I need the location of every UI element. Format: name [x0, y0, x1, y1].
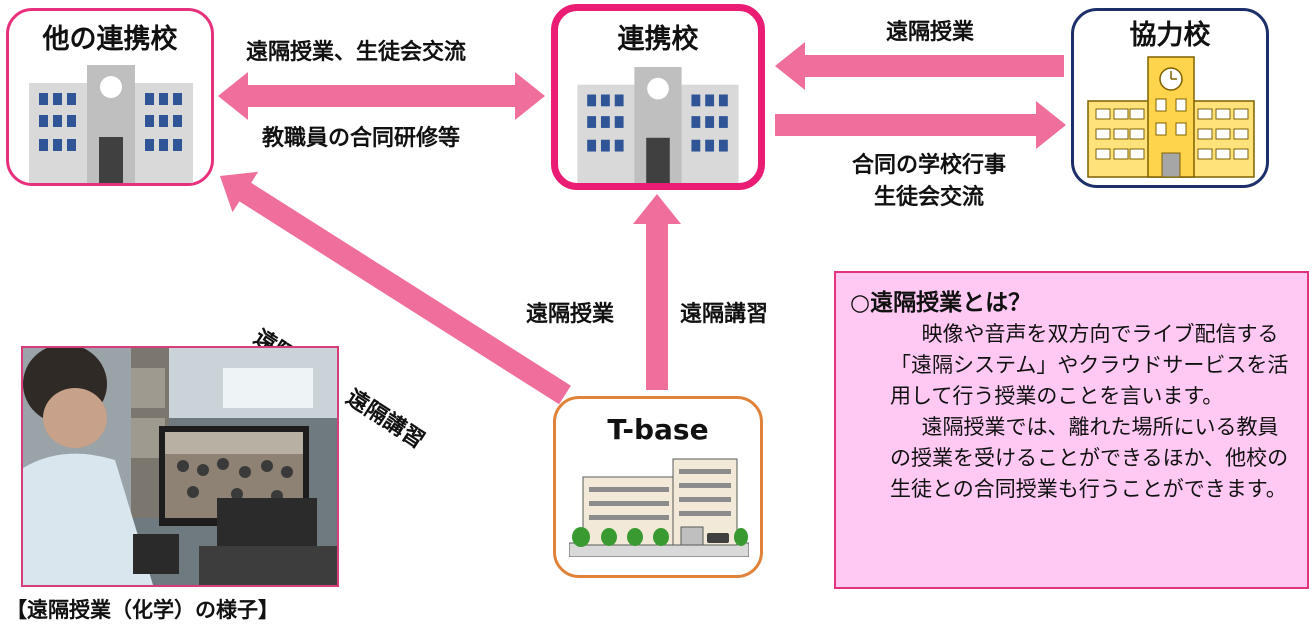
school-building-icon: [29, 65, 193, 183]
arrow-tbase-to-other: [220, 171, 571, 405]
photo-caption: 【遠隔授業（化学）の様子】: [6, 598, 279, 622]
remote-class-photo: [21, 346, 339, 587]
arrow-partner-to-cooperating: [775, 101, 1066, 149]
node-title: T-base: [607, 413, 709, 446]
info-box-paragraph: 遠隔授業では、離れた場所にいる教員の授業を受けることができるほか、他校の生徒との…: [890, 415, 1289, 501]
edge-label-cooperating-to-partner: 遠隔授業: [886, 20, 975, 45]
info-box-title: ○遠隔授業とは？: [850, 290, 1032, 316]
yellow-school-icon: [1087, 56, 1255, 178]
node-partner-school: 連携校: [551, 4, 765, 190]
edge-label-line: 生徒会交流: [873, 185, 984, 210]
edge-label-tbase-right: 遠隔講習: [680, 302, 769, 327]
node-other-partner-school: 他の連携校: [6, 8, 214, 186]
node-cooperating-school: 協力校: [1071, 8, 1269, 188]
edge-label-partner-to-cooperating: 合同の学校行事 生徒会交流: [826, 150, 1032, 214]
node-title: 他の連携校: [42, 24, 178, 55]
node-t-base: T-base: [553, 396, 763, 578]
arrow-cooperating-to-partner: [775, 42, 1064, 90]
arrow-other-partner-partner: [218, 72, 545, 120]
arrow-tbase-to-partner: [633, 194, 681, 390]
classroom-photo-illustration: [23, 348, 337, 585]
info-box: ○遠隔授業とは？ 映像や音声を双方向でライブ配信する「遠隔システム」やクラウドサ…: [834, 271, 1309, 589]
node-title: 連携校: [617, 24, 699, 55]
edge-label-other-partner-bottom: 教職員の合同研修等: [262, 126, 461, 151]
school-building-icon: [577, 66, 739, 183]
office-building-icon: [569, 458, 749, 557]
edge-label-other-partner-top: 遠隔授業、生徒会交流: [246, 40, 467, 65]
edge-label-tbase-left: 遠隔授業: [526, 302, 615, 327]
edge-label-line: 合同の学校行事: [851, 153, 1006, 178]
info-box-paragraph: 映像や音声を双方向でライブ配信する「遠隔システム」やクラウドサービスを活用して行…: [890, 322, 1289, 408]
node-title: 協力校: [1129, 20, 1211, 51]
